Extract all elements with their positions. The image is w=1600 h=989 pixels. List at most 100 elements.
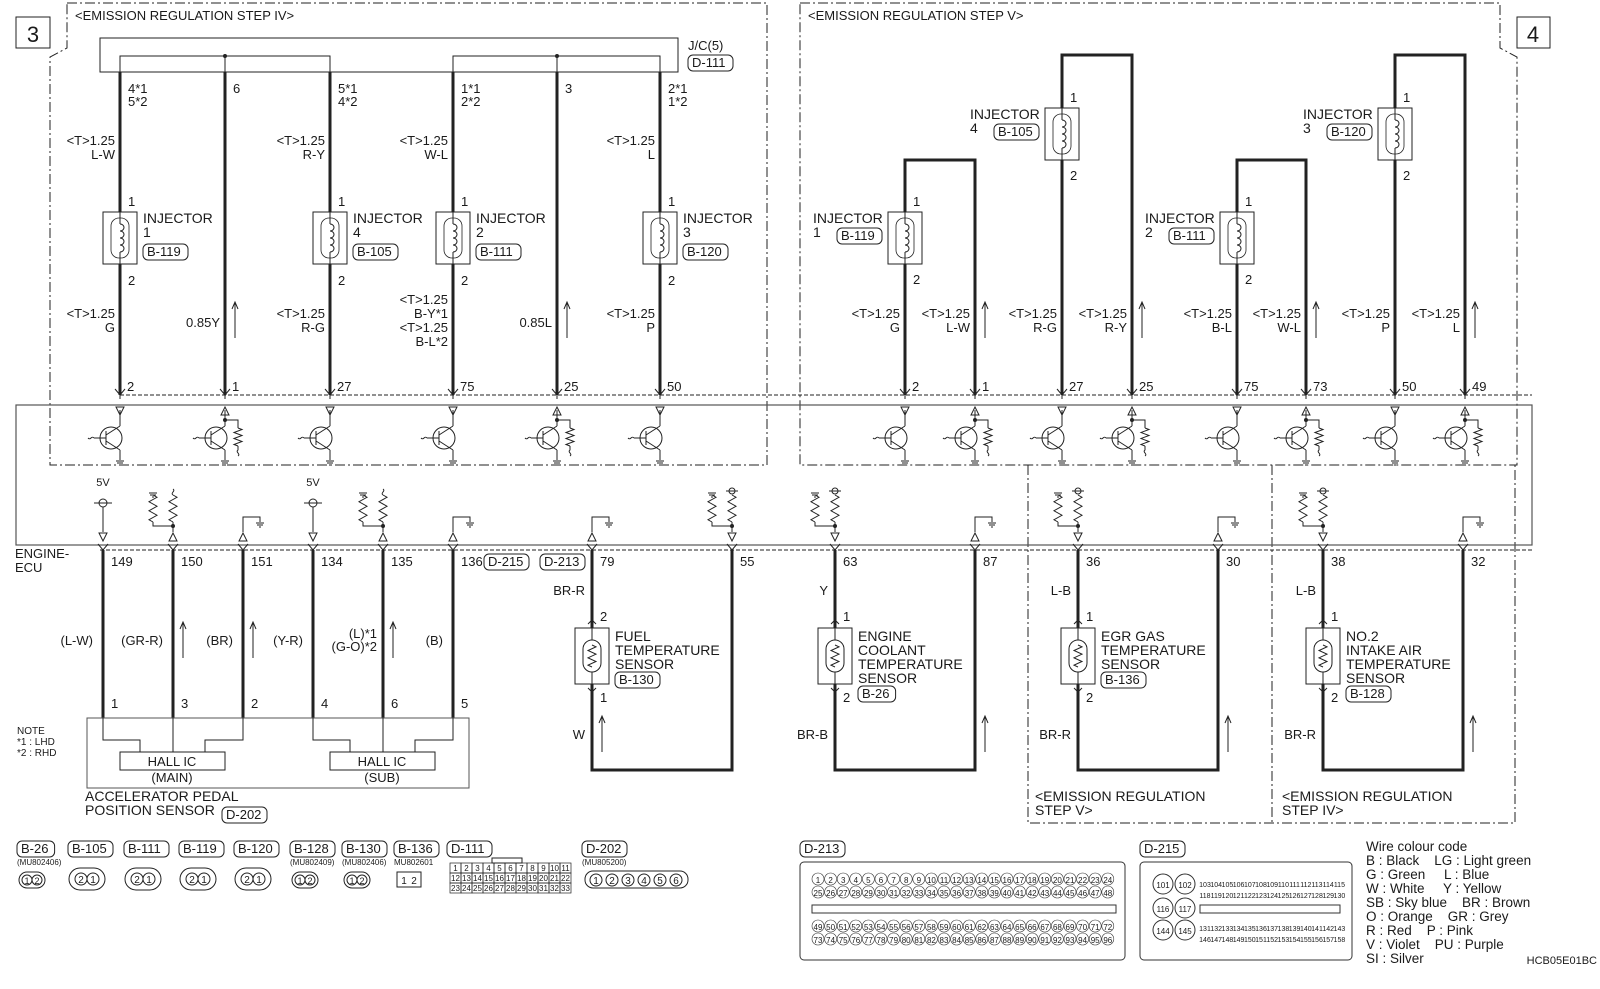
section-title-step-v: <EMISSION REGULATION STEP V> [808,8,1024,23]
sensor-name: TEMPERATURE [858,656,963,672]
output-terminal-icon [727,532,737,543]
pin-number: 23 [1091,876,1100,885]
input-terminal-icon [238,531,248,542]
pin-number: 71 [1091,923,1100,932]
connector-fork-icon [1389,388,1401,399]
junction-dot [381,524,385,528]
resistor-lead [1132,419,1146,428]
pin-number: 152 [1266,937,1278,944]
coil-icon [1394,119,1400,149]
connector-id-box [341,840,388,858]
page-ref-right: 4 [1527,22,1539,47]
resistor-icon [706,494,718,523]
pin-number: 28 [506,884,515,893]
pin-number: 131 [1199,926,1211,933]
pin-number: 144 [1156,927,1170,936]
pin-number: 150 [1244,937,1256,944]
hall-ic-sub: (MAIN) [151,770,192,785]
connector-id: D-215 [1144,841,1179,856]
transistor-leads [199,425,226,451]
resistor-lead [1306,419,1320,428]
wire-color: (GR-R) [121,633,163,648]
pin-circle [811,932,825,946]
pin-number: 116 [1157,905,1170,914]
pin-circle [1101,872,1115,886]
ecu-pin: 63 [843,554,857,569]
pin-number: 33 [914,889,923,898]
pin-number: 137 [1266,926,1278,933]
pin-number: 59 [940,923,949,932]
pin-number: 113 [1311,882,1322,889]
resistor-icon [147,494,159,523]
pin-number: 86 [977,936,986,945]
injector-pin: 2 [1070,168,1077,183]
ground-icon [1233,460,1241,466]
pin-number: 67 [1040,923,1049,932]
resistor-lead [362,522,384,532]
pin-number: 44 [1053,889,1062,898]
injector-pin: 2 [338,273,345,288]
ecu-pin: 27 [337,379,351,394]
connector-latch [491,857,523,864]
pin-number: 110 [1278,882,1289,889]
pin-number: 128 [1311,893,1323,900]
pin-number: 105 [1222,882,1234,889]
injector-name: INJECTOR [1303,106,1373,122]
injector-name: INJECTOR [683,210,753,226]
resistor-lead [711,522,733,532]
sensor-name: ENGINE [858,628,912,644]
pin-circle [874,885,888,899]
connector-id-box [1326,123,1373,141]
pin-number: 74 [826,936,835,945]
pin-number: 140 [1300,926,1312,933]
wire-color: BR-R [1039,727,1071,742]
resistor-icon [726,494,738,523]
signal-arrow-icon [249,620,257,658]
pin-number: 41 [1015,889,1024,898]
pin-circle [925,919,938,933]
pin-number: 1 [24,876,29,886]
pin-circle [912,872,926,886]
pin-number: 18 [517,874,526,883]
pin-number: 107 [1244,882,1256,889]
pin-number: 124 [1266,893,1278,900]
junction-pin: 4*1 [128,81,148,96]
ecu-pin: 1 [982,379,989,394]
wire-color: (BR) [206,633,233,648]
pin-circle [1013,919,1026,933]
pin-number: 121 [1233,893,1245,900]
pin-circle [1076,885,1089,899]
pin-number: 155 [1300,937,1312,944]
ground-lead [591,516,610,532]
sensor-name: COOLANT [858,642,926,658]
connector-id: B-130 [346,841,381,856]
pin-circle [962,932,976,946]
ecu-pin: 50 [1402,379,1416,394]
transistor-leads [1106,425,1133,451]
pin-number: 139 [1289,926,1301,933]
pin-number: 20 [1053,876,1062,885]
wire-spec: B-L [1212,320,1232,335]
signal-squiggle [1432,436,1440,440]
pin-circle [1038,932,1052,946]
wire-spec: <T>1.25 [277,306,325,321]
injector-pin: 1 [128,194,135,209]
resistor-lead [986,446,990,457]
legend-title: Wire colour code [1366,839,1467,854]
signal-squiggle [524,436,532,440]
pin-number: 92 [1053,936,1062,945]
pin-circle [887,872,900,886]
sensor-pin: 2 [1331,690,1338,705]
pin-number: 94 [1078,936,1087,945]
signal-squiggle [87,436,95,440]
pin-circle [1076,932,1089,946]
pin-circle [824,872,837,886]
pin-circle [1051,932,1064,946]
connector-id-box [446,840,493,858]
connector-fork-icon [1459,388,1471,399]
wire-spec: L-W [91,147,116,162]
output-terminal-icon [830,532,840,543]
pin-number: 5 [497,864,502,873]
sensor-name: TEMPERATURE [615,642,720,658]
injector-number: 1 [813,224,821,240]
